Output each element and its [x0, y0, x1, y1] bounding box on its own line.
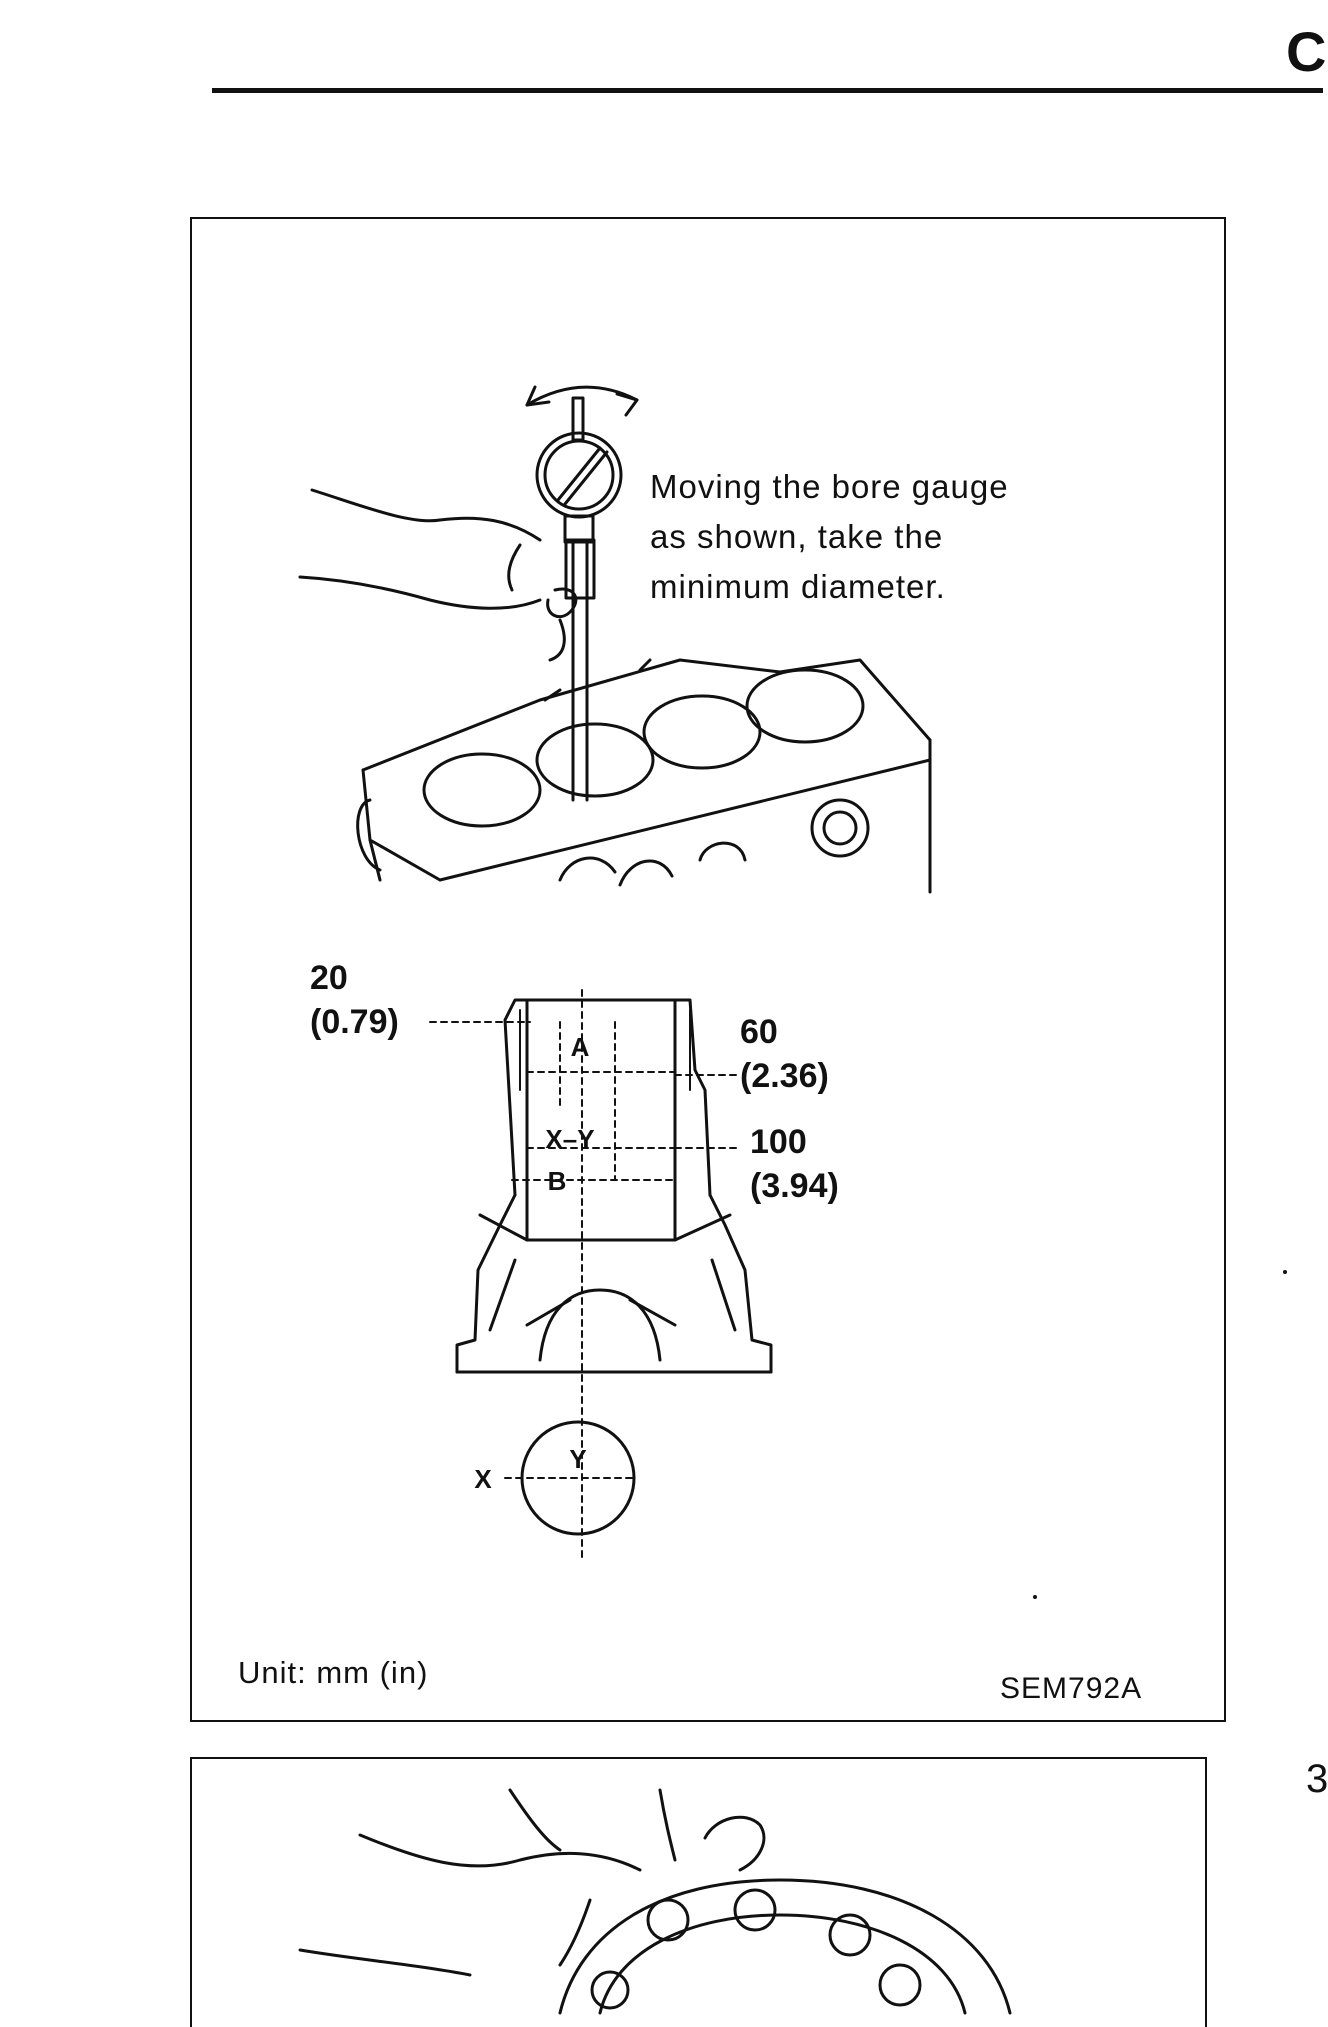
margin-mark: 3	[1306, 1757, 1328, 1801]
header-rule	[212, 88, 1323, 93]
unit-label: Unit: mm (in)	[238, 1655, 429, 1690]
figure-code: SEM792A	[1000, 1672, 1143, 1705]
section-letter: C	[1286, 20, 1327, 83]
hand-icon	[298, 1788, 766, 1977]
bore-top-view-diagram	[520, 1420, 636, 1536]
dimension-inch: (0.79)	[310, 1003, 399, 1041]
dimension-20: 20 (0.79)	[310, 956, 399, 1044]
figure-caption: Moving the bore gauge as shown, take the…	[650, 462, 1009, 612]
label-x-y: X–Y	[545, 1124, 594, 1154]
label-b: B	[548, 1166, 567, 1196]
caption-line: Moving the bore gauge	[650, 468, 1009, 505]
rotation-arrow-icon	[525, 385, 639, 417]
label-a: A	[571, 1032, 590, 1062]
dimension-inch: (3.94)	[750, 1167, 839, 1205]
cylinder-block-icon	[356, 658, 932, 894]
dimension-mm: 100	[750, 1123, 807, 1161]
caption-line: as shown, take the	[650, 518, 944, 555]
figure-bore-gauge	[190, 217, 1226, 1722]
dimension-mm: 20	[310, 959, 348, 997]
label-x: X	[474, 1464, 492, 1494]
cylinder-section-diagram	[455, 998, 773, 1374]
dimension-inch: (2.36)	[740, 1057, 829, 1095]
figure-flywheel	[190, 1757, 1207, 2027]
hand-icon	[298, 488, 578, 662]
scan-dot	[1283, 1270, 1287, 1274]
caption-line: minimum diameter.	[650, 568, 946, 605]
dial-gauge-icon	[535, 396, 623, 802]
flywheel-icon	[558, 1878, 1012, 2015]
dimension-60: 60 (2.36)	[740, 1010, 829, 1098]
dimension-100: 100 (3.94)	[750, 1120, 839, 1208]
scan-dot	[1033, 1595, 1037, 1599]
dimension-mm: 60	[740, 1013, 778, 1051]
label-y: Y	[569, 1444, 586, 1474]
measurement-lines	[429, 989, 741, 1561]
